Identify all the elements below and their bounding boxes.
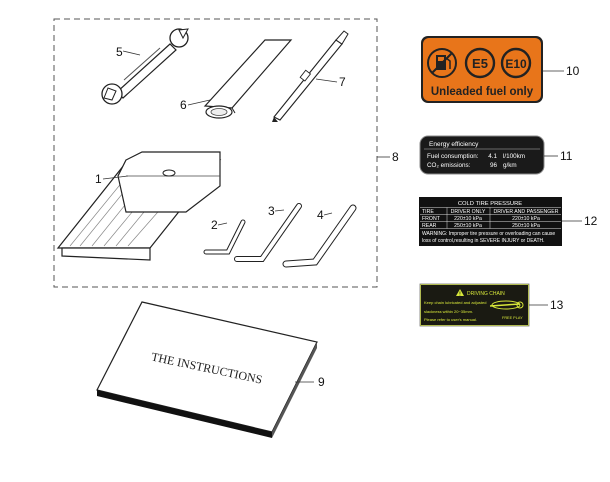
tire-row-front-passenger: 220±10 kPa	[512, 216, 540, 222]
energy-consumption-value: 4.1	[488, 153, 497, 160]
tire-row-rear-label: REAR	[422, 223, 437, 229]
tire-row-rear-driver: 250±10 kPa	[454, 223, 482, 229]
hex-key-4	[282, 204, 357, 268]
chain-line-2: slackness within 20~35mm.	[424, 309, 473, 314]
energy-co2-unit: g/km	[503, 162, 517, 169]
energy-consumption-unit: l/100km	[503, 153, 525, 160]
callout-8: 8	[392, 150, 399, 164]
tire-title: COLD TIRE PRESSURE	[458, 201, 522, 207]
instruction-book: THE INSTRUCTIONS	[96, 301, 318, 438]
energy-consumption-label: Fuel consumption:	[427, 153, 479, 160]
leader-lines	[102, 50, 582, 383]
screwdriver	[272, 30, 349, 122]
warning-triangle-icon: !	[456, 289, 464, 298]
fuel-pump-no-leaded-icon	[427, 48, 457, 78]
energy-co2-label: CO₂ emissions:	[427, 162, 471, 169]
hex-key-3	[234, 203, 302, 262]
callout-3: 3	[268, 204, 275, 218]
tire-row-front-label: FRONT	[422, 216, 441, 222]
callout-7: 7	[339, 75, 346, 89]
tire-row-front-driver: 220±10 kPa	[454, 216, 482, 222]
callout-4: 4	[317, 208, 324, 222]
tire-row-rear-passenger: 250±10 kPa	[512, 223, 540, 229]
fuel-label: E5 E10 Unleaded fuel only	[421, 36, 543, 103]
chain-title: DRIVING CHAIN	[467, 291, 505, 297]
fuel-label-text: Unleaded fuel only	[431, 86, 534, 98]
callout-1: 1	[95, 172, 102, 186]
tire-header-driver-passenger: DRIVER AND PASSENGER	[493, 209, 558, 215]
chain-sprocket-icon	[489, 300, 524, 310]
tire-warning-line-2: loss of control,resulting in SEVERE INJU…	[422, 238, 545, 244]
tire-header-driver-only: DRIVER ONLY	[451, 209, 486, 215]
callout-6: 6	[180, 98, 187, 112]
chain-line-1: Keep chain lubricated and adjusted	[424, 300, 487, 305]
badge-e10: E10	[505, 57, 527, 71]
badge-e5: E5	[472, 56, 488, 71]
callout-13: 13	[550, 298, 564, 312]
callout-2: 2	[211, 218, 218, 232]
chain-label: ! DRIVING CHAIN Keep chain lubricated an…	[419, 283, 530, 327]
energy-co2-value: 96	[490, 162, 498, 169]
callout-10: 10	[566, 64, 580, 78]
callout-5: 5	[116, 45, 123, 59]
hex-key-2	[203, 219, 246, 255]
chain-line-3: Please refer to user's manual.	[424, 317, 477, 322]
tire-pressure-label: COLD TIRE PRESSURE TIRE DRIVER ONLY DRIV…	[419, 197, 562, 246]
callout-9: 9	[318, 375, 325, 389]
energy-title: Energy efficiency	[429, 141, 479, 148]
energy-label: Energy efficiency Fuel consumption: 4.1 …	[419, 135, 545, 175]
callout-11: 11	[560, 149, 573, 163]
svg-text:!: !	[459, 292, 461, 298]
chain-tag: FREE PLAY	[502, 316, 523, 320]
tire-header-tire: TIRE	[422, 209, 434, 215]
callout-12: 12	[584, 214, 598, 228]
tool-pouch	[56, 151, 222, 261]
tool-kit-boundary	[53, 18, 378, 288]
tool-tube	[203, 39, 293, 119]
wrench	[101, 28, 189, 105]
tire-warning-line-1: WARNING: Improper tire pressure or overl…	[422, 231, 555, 237]
